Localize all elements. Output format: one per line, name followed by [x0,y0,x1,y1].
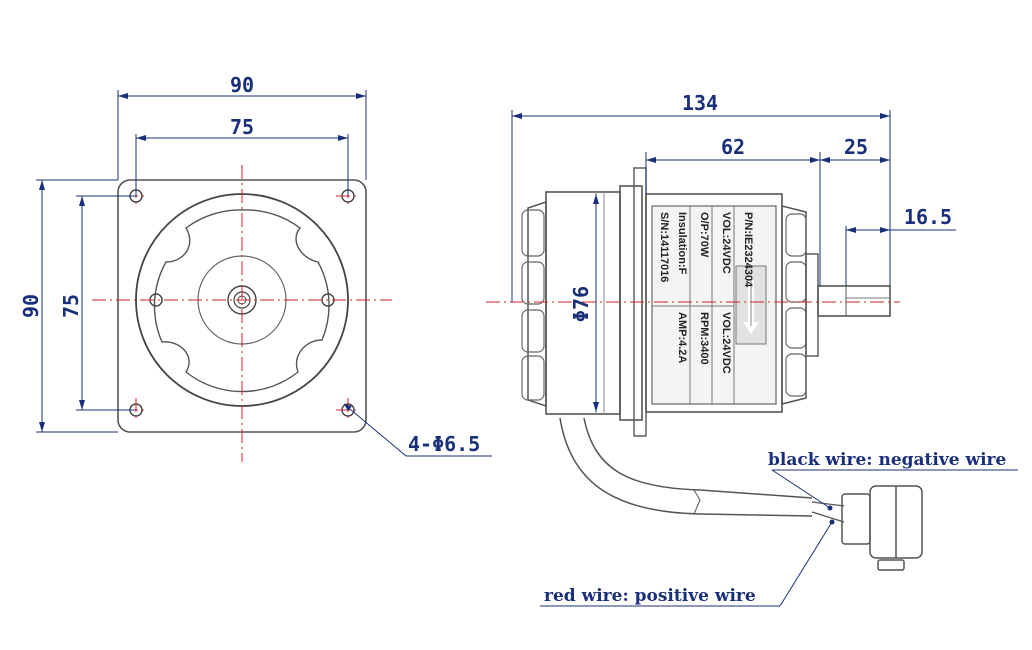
dim-body: 62 [721,135,745,159]
dim-shaft: 25 [844,135,868,159]
cable-outer-top [559,417,813,517]
front-dimension-lines [36,90,492,457]
front-boss [805,253,819,357]
dim-height-outer: 90 [19,294,43,318]
wire-red [811,511,845,523]
rear-cap-fins [521,209,545,401]
wire-black [811,501,845,507]
nameplate-output: O/P:70W [698,212,710,258]
black-wire-label: black wire: negative wire [768,450,1007,470]
side-dimension-lines [511,110,1018,607]
nameplate-part-number: P/N:IE2324304 [742,212,754,288]
front-view: 90 75 90 75 4-Φ6.5 [19,73,492,462]
side-dimension-arrows [512,113,890,525]
front-cap [781,205,807,405]
nameplate-rpm: RPM:3400 [698,312,710,365]
dim-height-holes: 75 [59,294,83,318]
nameplate-grid [652,206,735,404]
output-shaft [817,285,891,317]
nameplate-voltage-spec: VOL:24VDC [720,312,732,374]
hole-callout: 4-Φ6.5 [408,432,480,456]
dim-width-holes: 75 [230,115,254,139]
front-dimension-arrows [39,93,366,432]
dim-flat: 16.5 [904,205,952,229]
side-flange-plate [619,185,643,421]
dim-diameter: Φ76 [569,286,593,322]
dim-total-length: 134 [682,91,718,115]
cable-break [693,489,701,515]
nameplate-voltage: VOL:24VDC [720,212,732,274]
nameplate-serial: S/N:14117016 [658,212,670,282]
connector [841,485,923,571]
dim-width-outer: 90 [230,73,254,97]
nameplate-insulation: Insulation:F [676,212,688,275]
front-cap-fins [785,213,807,397]
red-wire-label: red wire: positive wire [544,586,756,606]
side-view: P/N:IE2324304 VOL:24VDC O/P:70W Insulati… [486,91,1018,607]
nameplate-current: AMP:4.2A [676,312,688,363]
cable-outer-bottom [583,417,813,499]
rotation-arrow-icon [743,280,759,334]
